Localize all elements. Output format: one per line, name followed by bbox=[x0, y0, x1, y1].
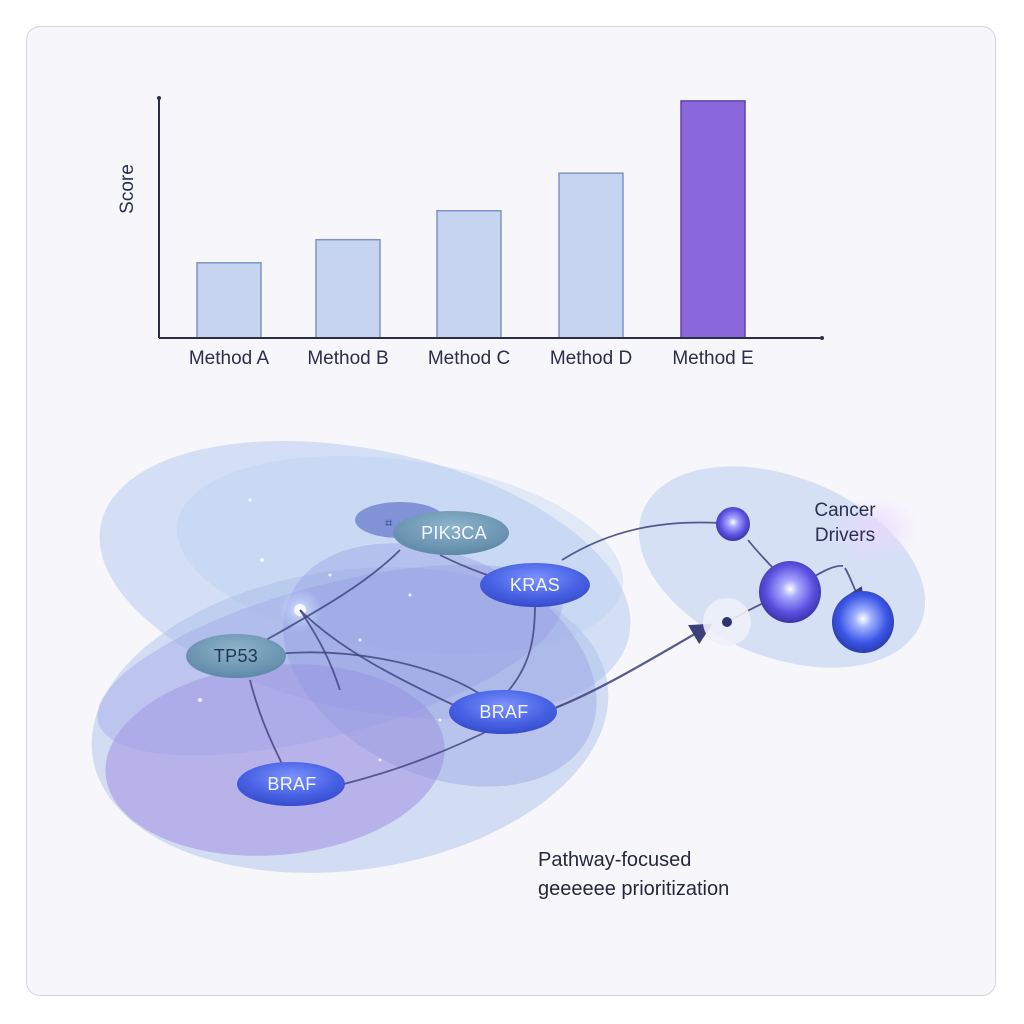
gene-symbol-icon: ⌗ bbox=[385, 516, 393, 531]
driver-arrows bbox=[554, 521, 864, 710]
label-tp53: TP53 bbox=[213, 646, 259, 666]
label-pik3ca: PIK3CA bbox=[421, 523, 487, 543]
cancer-drivers-label: Cancer Drivers bbox=[814, 500, 876, 546]
node-braf-right[interactable] bbox=[449, 690, 557, 734]
label-kras: KRAS bbox=[509, 575, 561, 595]
driver-orbs bbox=[703, 507, 894, 653]
bar-method-e bbox=[680, 100, 746, 339]
tick-label-method-a: Method A bbox=[188, 348, 270, 369]
label-braf-right: BRAF bbox=[479, 702, 529, 722]
tick-label-method-d: Method D bbox=[549, 348, 633, 369]
node-tp53[interactable] bbox=[186, 634, 286, 678]
diagram-caption: Pathway-focused geeeeee prioritization bbox=[538, 846, 729, 904]
caption-line-2: geeeeee prioritization bbox=[538, 878, 730, 900]
tick-label-method-b: Method B bbox=[307, 348, 389, 369]
node-braf-left[interactable] bbox=[237, 762, 345, 806]
caption-line-1: Pathway-focused bbox=[538, 849, 692, 871]
bar-method-b bbox=[315, 238, 381, 339]
node-kras[interactable] bbox=[480, 563, 590, 607]
node-pik3ca[interactable]: ⌗ bbox=[355, 502, 509, 555]
bar-method-c bbox=[436, 210, 502, 339]
bar-method-a bbox=[196, 262, 262, 339]
tick-label-method-c: Method C bbox=[427, 348, 511, 369]
tick-label-method-e: Method E bbox=[672, 348, 754, 369]
label-braf-left: BRAF bbox=[267, 774, 317, 794]
